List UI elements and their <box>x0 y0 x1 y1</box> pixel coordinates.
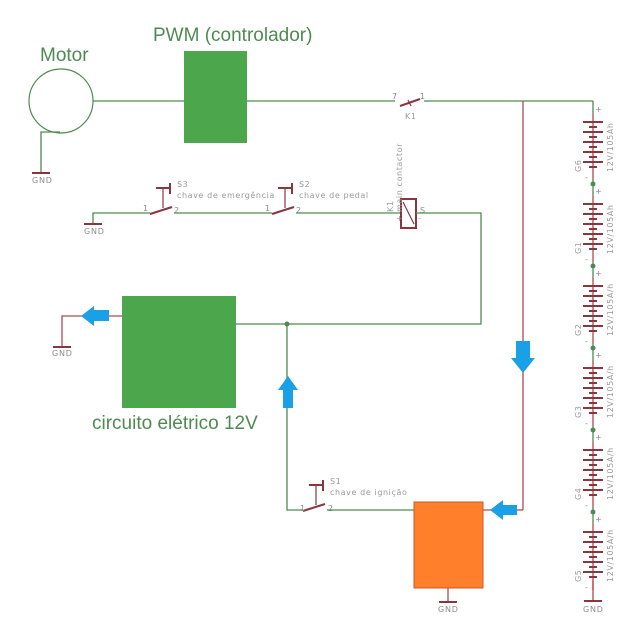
battery-rating: 12V/105A/h <box>606 529 615 582</box>
s3-label: S3 <box>177 180 188 189</box>
orange-block[interactable] <box>413 501 484 589</box>
battery-cell[interactable]: + -G5 12V/105A/h <box>574 515 615 592</box>
switch-s3[interactable]: 1 2 S3 chave de emergência <box>143 180 275 215</box>
motor-symbol[interactable] <box>28 68 94 134</box>
battery-ref: G2 <box>574 324 583 337</box>
s1-desc: chave de ignição <box>330 488 408 497</box>
s3-pin-2: 2 <box>174 206 179 215</box>
pwm-label: PWM (controlador) <box>153 25 312 46</box>
circuit-12v-label: circuito elétrico 12V <box>92 413 258 434</box>
motor-label: Motor <box>40 45 89 66</box>
battery-minus: - <box>585 583 588 592</box>
pwm-controller-block[interactable] <box>184 51 247 143</box>
coil-plus: + <box>396 214 403 223</box>
battery-rating: 12V/105A/h <box>606 283 615 336</box>
battery-ref: G5 <box>574 570 583 583</box>
k1-pin-7: 7 <box>392 92 397 101</box>
coil-ref: K1 <box>386 200 395 212</box>
battery-rating: 12V/105A/h <box>606 447 615 500</box>
battery-rating: 12V/105A/h <box>606 365 615 418</box>
gnd-label-battery: GND <box>583 605 604 614</box>
wire-gnd-s3 <box>92 212 150 223</box>
s2-label: S2 <box>299 180 310 189</box>
battery-ref: G3 <box>574 406 583 419</box>
battery-plus: + <box>595 105 602 114</box>
motor-to-gnd-wire <box>40 131 60 172</box>
s1-label: S1 <box>330 477 341 486</box>
battery-rating: 12V/105Ah <box>606 122 615 172</box>
battery-cell[interactable]: + -G1 12V/105Ah <box>574 187 615 264</box>
battery-minus: - <box>585 501 588 510</box>
k1-contact-label: K1 <box>405 112 417 121</box>
gnd-label-control: GND <box>84 227 105 236</box>
wire-junction-s1 <box>286 324 303 511</box>
s2-pin-1: 1 <box>265 204 270 213</box>
battery-plus: + <box>595 515 602 524</box>
arrow-up-icon <box>278 376 298 408</box>
gnd-label-orange: GND <box>438 605 459 614</box>
battery-minus: - <box>585 173 588 182</box>
battery-minus: - <box>585 255 588 264</box>
s2-pin-2: 2 <box>296 206 301 215</box>
battery-ref: G4 <box>574 488 583 501</box>
battery-plus: + <box>595 433 602 442</box>
k1-coil[interactable]: + - S K1 main contactor <box>386 143 425 229</box>
s2-desc: chave de pedal <box>299 191 369 200</box>
battery-rating: 12V/105Ah <box>606 204 615 254</box>
k1-pin-1: 1 <box>420 92 425 101</box>
battery-minus: - <box>585 337 588 346</box>
battery-cell[interactable]: + -G3 12V/105A/h <box>574 351 615 428</box>
coil-pin-s: S <box>420 206 425 215</box>
gnd-label-motor: GND <box>32 176 53 185</box>
gnd-label-circuit: GND <box>52 349 73 358</box>
battery-plus: + <box>595 187 602 196</box>
coil-minus: - <box>418 214 421 223</box>
arrow-down-icon <box>511 341 535 373</box>
coil-desc: main contactor <box>395 143 404 212</box>
s3-pin-1: 1 <box>143 204 148 213</box>
k1-contact[interactable]: 7 1 K1 <box>392 92 425 121</box>
s1-pin-1: 1 <box>300 504 305 513</box>
arrow-left-icon-orange <box>490 500 517 520</box>
battery-minus: - <box>585 419 588 428</box>
arrow-left-icon-circuit <box>81 306 109 326</box>
battery-ref: G1 <box>574 242 583 255</box>
battery-plus: + <box>595 269 602 278</box>
battery-cell[interactable]: + -G4 12V/105A/h <box>574 433 615 510</box>
s3-desc: chave de emergência <box>177 190 275 200</box>
switch-s1[interactable]: 1 2 S1 chave de ignição <box>300 477 408 513</box>
circuit-12v-block[interactable] <box>122 296 236 408</box>
wire-coil-circuit <box>236 212 482 325</box>
battery-ref: G6 <box>574 160 583 173</box>
switch-s2[interactable]: 1 2 S2 chave de pedal <box>265 180 369 215</box>
battery-cell[interactable]: + -G6 12V/105Ah <box>574 105 615 182</box>
battery-plus: + <box>595 351 602 360</box>
s1-pin-2: 2 <box>328 504 333 513</box>
battery-cell[interactable]: + -G2 12V/105A/h <box>574 269 615 346</box>
